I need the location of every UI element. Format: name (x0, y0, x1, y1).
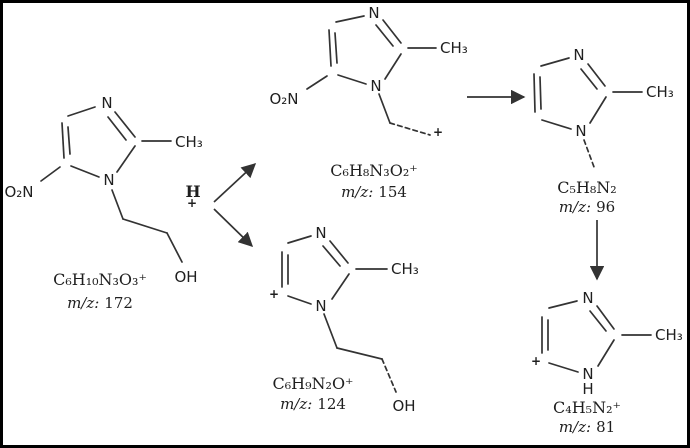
bond (539, 76, 542, 110)
bond (548, 300, 578, 309)
bond (331, 273, 350, 300)
m81-ring-charge: + (531, 354, 541, 368)
m172-mz-value: 172 (104, 294, 133, 312)
structure-m154: N N CH₃ O₂N + C₆H₈N₃O₂⁺ m/z: 154 (269, 4, 467, 201)
bond (548, 362, 579, 373)
m154-mz: m/z: 154 (341, 183, 407, 201)
m124-mz: m/z: 124 (280, 395, 346, 413)
arrow-to-m154 (213, 163, 257, 203)
structure-m81: N N H CH₃ + C₄H₅N₂⁺ m/z: 81 (531, 289, 683, 436)
m81-formula: C₄H₅N₂⁺ (553, 398, 621, 417)
m124-mz-value: 124 (317, 395, 346, 413)
bond (597, 339, 615, 367)
bond (287, 295, 312, 305)
bond (329, 240, 349, 264)
m124-hydroxyl-label: OH (392, 397, 415, 415)
proton-charge: + (187, 196, 197, 210)
proton-hub: H + (185, 163, 257, 248)
m124-ring-n1-label: N (315, 297, 326, 315)
bond (111, 189, 124, 220)
m154-mz-prefix: m/z: (341, 183, 373, 201)
m154-methyl-label: CH₃ (440, 39, 468, 57)
bond (589, 96, 607, 124)
m81-mz-value: 81 (596, 418, 615, 436)
m124-ring-charge: + (269, 287, 279, 301)
m172-ring-n1-label: N (103, 171, 114, 189)
structure-m172: N N CH₃ O₂N OH C₆H₁₀N₃O₃⁺ m/z: 172 (4, 94, 202, 312)
m96-ring-n1-label: N (575, 122, 586, 140)
bond (596, 305, 615, 330)
cleaved-bond (389, 122, 431, 136)
bond (328, 29, 332, 67)
m172-formula: C₆H₁₀N₃O₃⁺ (53, 270, 147, 289)
m172-hydroxyl-label: OH (174, 268, 197, 286)
m81-ring-nh-label: N (582, 365, 593, 383)
m172-nitro-label: O₂N (4, 183, 33, 201)
cleaved-bond (381, 358, 397, 393)
bond (67, 126, 71, 155)
m172-methyl-label: CH₃ (175, 133, 203, 151)
bond (70, 165, 100, 178)
bond (322, 245, 341, 267)
m96-ring-n-top-label: N (573, 46, 584, 64)
m154-nitro-label: O₂N (269, 90, 298, 108)
bond (540, 57, 570, 67)
bond (337, 74, 367, 85)
bond (384, 53, 402, 80)
bond (580, 68, 598, 90)
m124-mz-prefix: m/z: (280, 395, 312, 413)
m96-formula: C₅H₈N₂ (557, 178, 616, 197)
bond (541, 119, 572, 130)
bond (334, 32, 338, 64)
bond (107, 116, 127, 141)
bond (587, 63, 606, 87)
structure-m96: N N CH₃ C₅H₈N₂ m/z: 96 (533, 46, 674, 216)
m96-mz-prefix: m/z: (559, 198, 591, 216)
bond (67, 106, 96, 117)
bond (323, 313, 338, 349)
bond (287, 235, 312, 244)
m154-mz-value: 154 (378, 183, 407, 201)
bond (306, 75, 328, 90)
bond (378, 93, 391, 124)
m96-mz: m/z: 96 (559, 198, 615, 216)
bond (116, 145, 136, 173)
bond (61, 122, 65, 159)
cleaved-bond (583, 139, 595, 168)
bond (589, 310, 607, 332)
bond (122, 218, 168, 234)
m81-nh-hydrogen-label: H (582, 380, 593, 398)
bond (166, 232, 183, 263)
structure-m124: N N CH₃ OH + C₆H₉N₂O⁺ m/z: 124 (269, 224, 419, 415)
bond (375, 24, 394, 47)
m172-mz: m/z: 172 (67, 294, 133, 312)
bond (335, 15, 365, 23)
m154-ring-n1-label: N (370, 77, 381, 95)
m172-ring-n-top-label: N (101, 94, 112, 112)
bond (40, 166, 61, 182)
proton-label: H (185, 182, 200, 201)
m81-ring-n-top-label: N (582, 289, 593, 307)
m154-chain-charge: + (433, 125, 443, 139)
m124-methyl-label: CH₃ (391, 260, 419, 278)
bond (114, 111, 136, 138)
m124-ring-n-top-label: N (315, 224, 326, 242)
m154-ring-n-top-label: N (368, 4, 379, 22)
m81-mz: m/z: 81 (559, 418, 615, 436)
bond (382, 19, 402, 44)
m154-formula: C₆H₈N₃O₂⁺ (330, 161, 417, 180)
bond (336, 347, 383, 360)
m172-mz-prefix: m/z: (67, 294, 99, 312)
m96-methyl-label: CH₃ (646, 83, 674, 101)
arrow-to-m124 (213, 208, 254, 248)
m124-formula: C₆H₉N₂O⁺ (273, 374, 354, 393)
bond (533, 73, 536, 113)
m81-methyl-label: CH₃ (655, 326, 683, 344)
m96-mz-value: 96 (596, 198, 615, 216)
m81-mz-prefix: m/z: (559, 418, 591, 436)
